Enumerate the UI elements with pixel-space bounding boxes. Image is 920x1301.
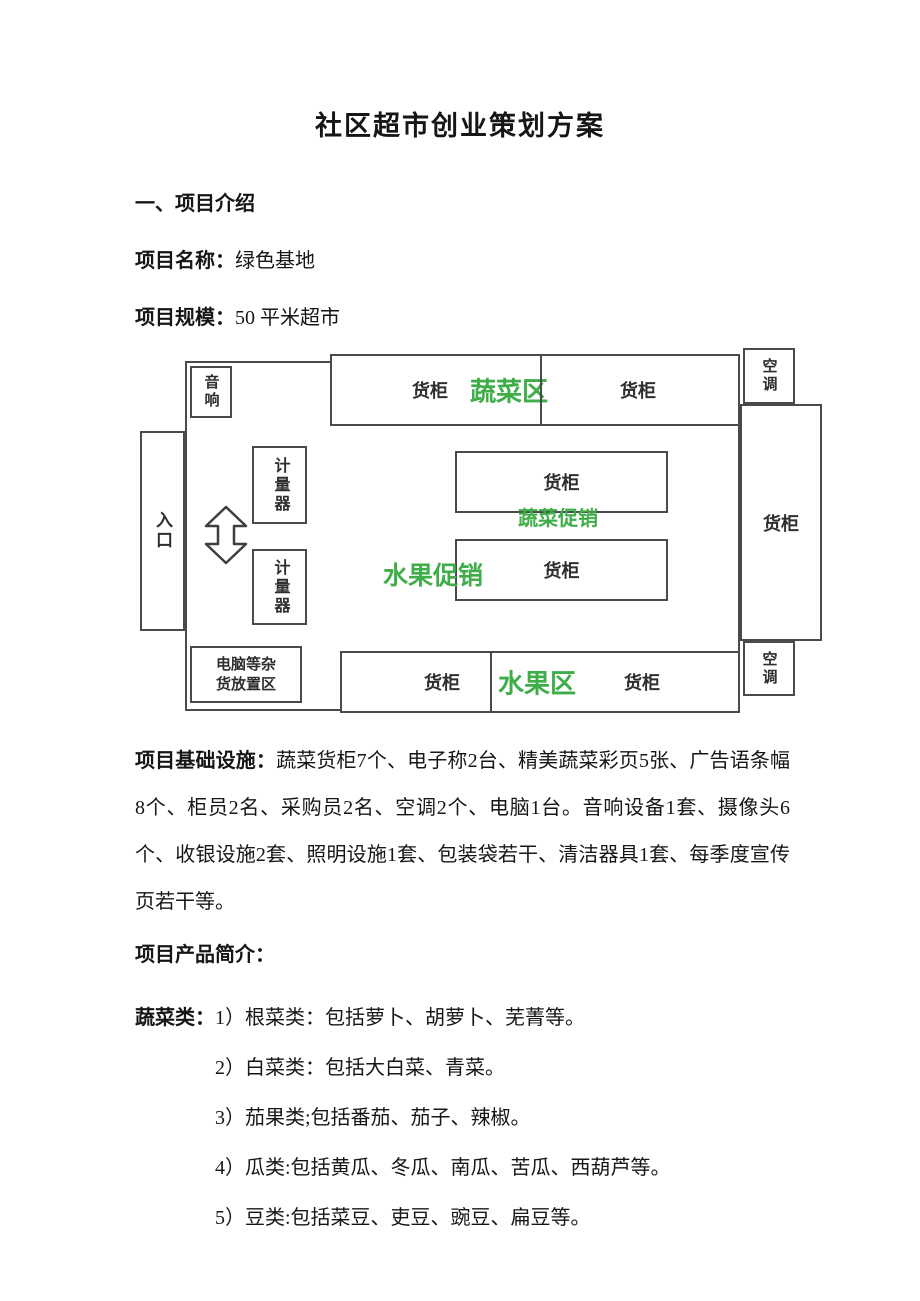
vegetable-list-line1: 蔬菜类：1）根菜类：包括萝卜、胡萝卜、芜菁等。	[135, 993, 815, 1043]
vegetable-list-items: 2）白菜类：包括大白菜、青菜。 3）茄果类;包括番茄、茄子、辣椒。 4）瓜类:包…	[215, 1043, 815, 1243]
project-name-line: 项目名称：绿色基地	[135, 244, 920, 273]
fruit-zone-label: 水果区	[498, 668, 577, 699]
ac-top-label: 空调	[760, 358, 778, 394]
infrastructure-paragraph: 项目基础设施：蔬菜货柜7个、电子称2台、精美蔬菜彩页5张、广告语条幅8个、柜员2…	[135, 738, 790, 926]
bottom-shelf-row: 货柜 水果区 货柜	[340, 651, 740, 713]
shelf-divider	[540, 356, 542, 424]
products-heading: 项目产品简介：	[135, 944, 275, 966]
vegetable-item-2: 2）白菜类：包括大白菜、青菜。	[215, 1057, 505, 1079]
project-scale-value: 50 平米超市	[235, 307, 340, 329]
project-scale-label: 项目规模：	[135, 307, 235, 329]
scale-meter-bottom-box: 计量器	[252, 549, 307, 625]
computer-storage-line1: 电脑等杂	[215, 655, 276, 673]
fruit-promo-shelf-label: 货柜	[543, 561, 580, 581]
air-conditioner-bottom-box: 空调	[743, 641, 795, 696]
infrastructure-label: 项目基础设施：	[135, 750, 277, 772]
top-shelf-left-label: 货柜	[412, 381, 448, 401]
meter-bottom-label: 计量器	[271, 558, 289, 616]
project-name-label: 项目名称：	[135, 250, 235, 272]
vegetable-zone-label: 蔬菜区	[470, 376, 549, 407]
top-shelf-row: 货柜 蔬菜区 货柜	[330, 354, 740, 426]
vegetable-label: 蔬菜类：	[135, 1007, 215, 1029]
top-shelf-right-label: 货柜	[620, 381, 656, 401]
floorplan-diagram: 货柜 蔬菜区 货柜 货柜 水果区 货柜 音响 入口 空调 货柜 空调	[137, 346, 827, 718]
vegetable-item-3: 3）茄果类;包括番茄、茄子、辣椒。	[215, 1107, 531, 1129]
vegetable-item-4: 4）瓜类:包括黄瓜、冬瓜、南瓜、苦瓜、西葫芦等。	[215, 1157, 671, 1179]
document-title: 社区超市创业策划方案	[315, 111, 605, 141]
right-shelf-box: 货柜	[740, 404, 822, 641]
right-shelf-label: 货柜	[763, 513, 799, 534]
project-scale-line: 项目规模：50 平米超市	[135, 301, 920, 330]
veg-promo-shelf-label: 货柜	[543, 473, 580, 493]
veg-promo-shelf-box: 货柜	[455, 451, 668, 513]
vegetable-item-1: 1）根菜类：包括萝卜、胡萝卜、芜菁等。	[215, 1007, 585, 1029]
section-heading: 一、项目介绍	[135, 193, 255, 215]
project-name-value: 绿色基地	[235, 250, 315, 272]
two-way-arrow-icon	[204, 505, 248, 565]
entrance-box: 入口	[140, 431, 185, 631]
veg-promo-label: 蔬菜促销	[518, 508, 598, 530]
fruit-promo-label: 水果促销	[383, 562, 484, 590]
audio-label: 音响	[202, 374, 220, 410]
ac-bottom-label: 空调	[760, 650, 778, 687]
vegetable-item-5: 5）豆类:包括菜豆、吏豆、豌豆、扁豆等。	[215, 1207, 591, 1229]
fruit-promo-shelf-box: 货柜	[455, 539, 668, 601]
scale-meter-top-box: 计量器	[252, 446, 307, 524]
bottom-shelf-left-label: 货柜	[424, 673, 460, 693]
computer-storage-box: 电脑等杂 货放置区	[190, 646, 302, 703]
entrance-label: 入口	[153, 511, 172, 551]
bottom-shelf-right-label: 货柜	[624, 673, 660, 693]
audio-equipment-box: 音响	[190, 366, 232, 418]
meter-top-label: 计量器	[271, 456, 289, 514]
computer-storage-line2: 货放置区	[215, 675, 276, 693]
air-conditioner-top-box: 空调	[743, 348, 795, 404]
vegetable-list: 蔬菜类：1）根菜类：包括萝卜、胡萝卜、芜菁等。 2）白菜类：包括大白菜、青菜。 …	[135, 993, 815, 1243]
shelf-divider	[490, 653, 492, 711]
infrastructure-text: 蔬菜货柜7个、电子称2台、精美蔬菜彩页5张、广告语条幅8个、柜员2名、采购员2名…	[135, 750, 791, 913]
